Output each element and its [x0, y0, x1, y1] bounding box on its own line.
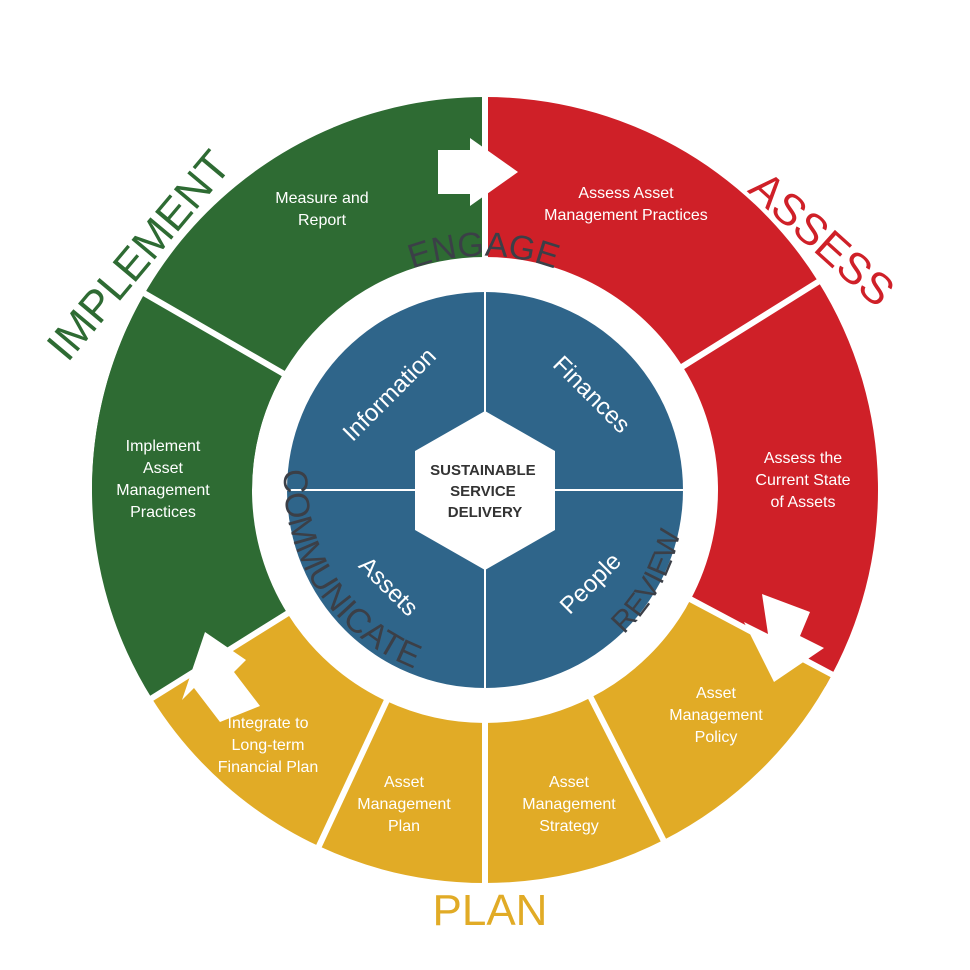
segment-shape-assess-state — [682, 281, 878, 687]
arrow-up-icon — [182, 632, 260, 722]
arrow-down-icon — [744, 594, 824, 682]
segment-separator — [139, 288, 287, 378]
center-hexagon: SUSTAINABLE SERVICE DELIVERY — [415, 411, 555, 570]
arrow-right-icon — [438, 138, 518, 206]
segment-separator — [587, 694, 668, 846]
segment-separator — [314, 698, 391, 852]
segment-shape-implement-practices — [92, 293, 288, 699]
segment-shape-strategy — [485, 697, 664, 883]
svg-text:SUSTAINABLE SERVICE: SUSTAINABLE SERVICE DELIVERY — [430, 462, 540, 521]
segment-separator — [679, 277, 824, 371]
segment-shape-plan — [318, 701, 485, 883]
segment-shape-assess-practices — [485, 97, 819, 367]
phase-label-plan: PLAN — [433, 886, 548, 935]
